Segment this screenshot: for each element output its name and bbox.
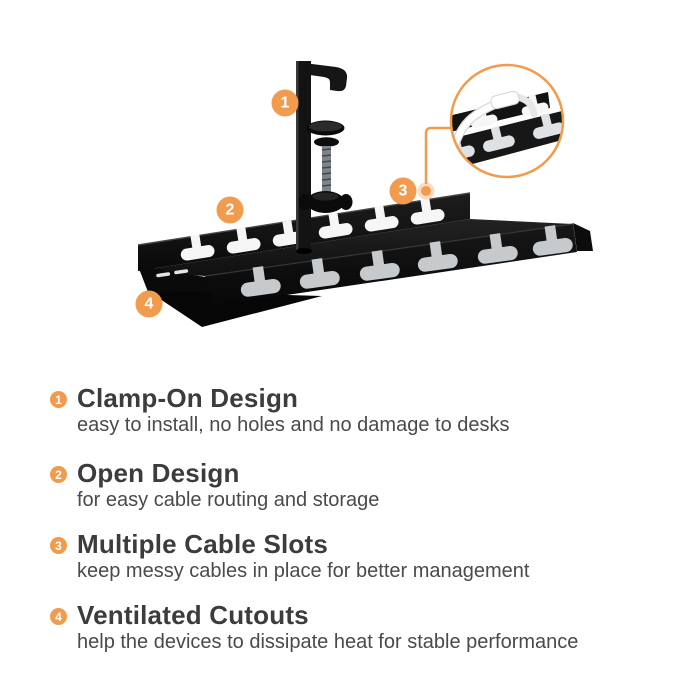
cable-tray	[137, 61, 593, 327]
callout-badge-1: 1	[271, 89, 299, 117]
zoom-content	[451, 90, 563, 170]
clamp-screw	[321, 146, 332, 192]
feature-description-1: easy to install, no holes and no damage …	[77, 414, 510, 436]
feature-description-4: help the devices to dissipate heat for s…	[77, 631, 579, 653]
callout-connector-line	[424, 126, 451, 184]
callout-badge-2: 2	[216, 196, 244, 224]
svg-text:3: 3	[399, 183, 408, 200]
feature-title-3: Multiple Cable Slots	[77, 529, 329, 559]
zoom-front-wall-segment	[451, 108, 563, 170]
feature-title-1: Clamp-On Design	[77, 383, 299, 413]
tray-front-wall	[204, 223, 593, 306]
feature-bullet-3: 3	[50, 537, 67, 554]
tray-bottom-face	[148, 291, 322, 327]
feature-bullet-1: 1	[50, 391, 67, 408]
feature-item-1: 1 Clamp-On Design easy to install, no ho…	[50, 385, 510, 436]
feature-title-2: Open Design	[77, 458, 240, 488]
feature-description-2: for easy cable routing and storage	[77, 489, 380, 511]
tray-floor	[138, 219, 573, 276]
clamp-knob	[298, 191, 353, 213]
svg-text:4: 4	[145, 296, 154, 313]
callout-connector-dot	[421, 186, 431, 196]
svg-text:2: 2	[226, 202, 235, 219]
feature-item-2: 2 Open Design for easy cable routing and…	[50, 460, 379, 511]
callout-badge-4: 4	[135, 290, 163, 318]
zoom-circle-border	[449, 63, 565, 179]
feature-title-4: Ventilated Cutouts	[77, 600, 309, 630]
feature-description-3: keep messy cables in place for better ma…	[77, 560, 530, 582]
clamp-foot	[296, 248, 312, 254]
tray-right-end	[573, 223, 593, 251]
zoom-callout	[449, 63, 565, 179]
feature-bullet-2: 2	[50, 466, 67, 483]
feature-bullet-4: 4	[50, 608, 67, 625]
feature-item-4: 4 Ventilated Cutouts help the devices to…	[50, 602, 578, 653]
desk-clamp	[296, 61, 353, 254]
ventilation-dashes	[156, 269, 189, 278]
feature-item-3: 3 Multiple Cable Slots keep messy cables…	[50, 531, 529, 582]
product-illustration: 1 2 3 4	[135, 61, 593, 327]
svg-text:1: 1	[281, 95, 290, 112]
callout-badge-3: 3	[389, 177, 417, 205]
